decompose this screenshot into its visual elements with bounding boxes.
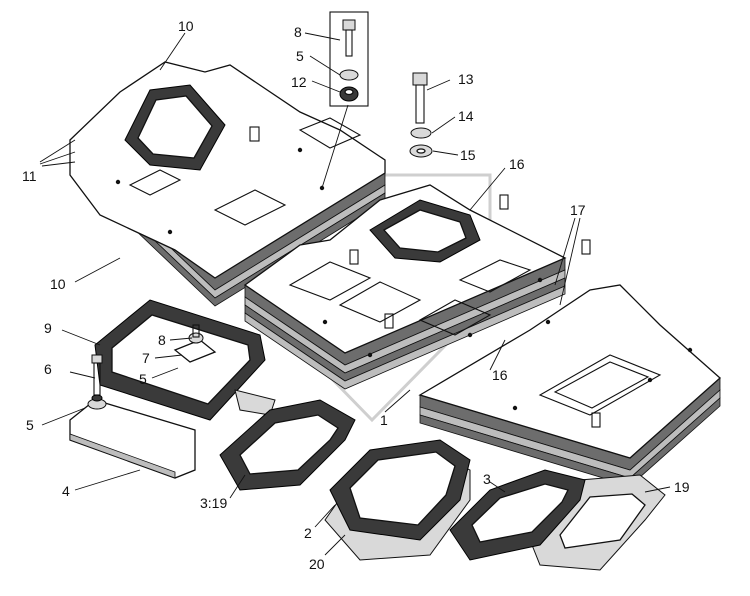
label-5-mid: 5 [139,371,147,387]
label-16-top: 16 [509,156,525,172]
bracket-4 [69,354,196,479]
label-12: 12 [291,74,307,90]
gasket-3-19-left [219,399,356,491]
label-16-bottom: 16 [492,367,508,383]
label-14: 14 [458,108,474,124]
bolt-13-assembly [409,72,433,158]
label-8-top: 8 [294,24,302,40]
leader-lines [39,32,671,556]
label-4: 4 [62,483,70,499]
label-3: 3 [483,471,491,487]
plate-stack-16 [243,184,567,390]
label-9: 9 [44,320,52,336]
plate-stack-10 [69,61,386,307]
callout-labels: 10 8 5 12 13 14 15 11 16 17 10 9 8 7 6 5… [22,18,690,572]
label-8-left: 8 [158,332,166,348]
label-20: 20 [309,556,325,572]
gasket-3 [449,469,586,561]
label-10-top: 10 [178,18,194,34]
label-19: 19 [674,479,690,495]
bolt-8-assembly [329,11,369,107]
label-5-top: 5 [296,48,304,64]
label-5-left: 5 [26,417,34,433]
label-15: 15 [460,147,476,163]
frame-9 [94,299,276,421]
label-11: 11 [22,168,37,184]
label-2: 2 [304,525,312,541]
label-10-left: 10 [50,276,66,292]
label-7: 7 [142,350,150,366]
label-6: 6 [44,361,52,377]
label-17: 17 [570,202,586,218]
label-3-19: 3:19 [200,495,227,511]
gasket-2 [329,439,471,541]
gasket-19 [529,474,666,571]
label-13: 13 [458,71,474,87]
label-1: 1 [380,412,388,428]
